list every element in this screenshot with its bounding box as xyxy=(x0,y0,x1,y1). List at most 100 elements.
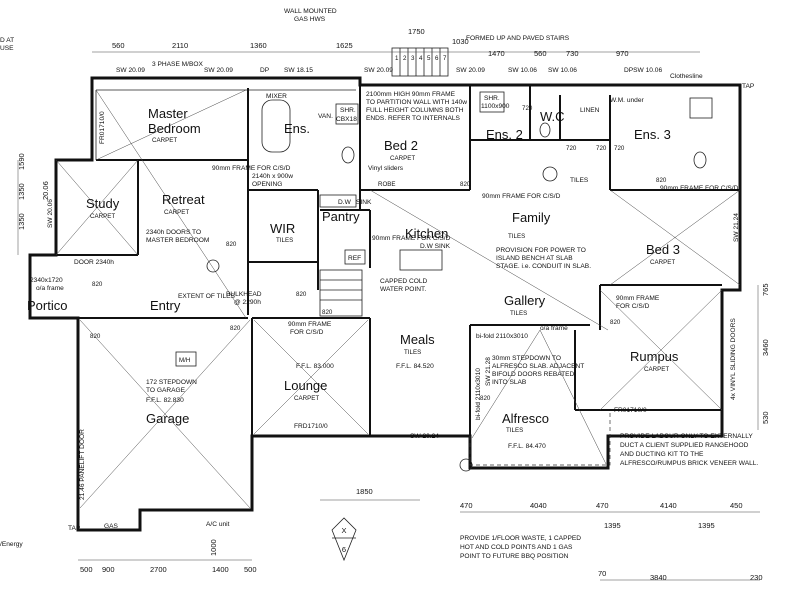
doors-retreat-2: MASTER BEDROOM xyxy=(146,237,209,244)
pantry-bench-icon xyxy=(319,194,357,208)
bulkhead-2: @ 2290h xyxy=(234,299,261,306)
door-w-11: 820 xyxy=(610,319,621,326)
dim-top-4: 1750 xyxy=(408,27,425,36)
door-w-2: 820 xyxy=(296,291,307,298)
toilet-ens3-icon xyxy=(693,151,707,169)
dim-bottom-5: 1000 xyxy=(209,539,218,556)
stair-2: 2 xyxy=(403,55,407,62)
study-label: Study xyxy=(86,196,120,211)
dimensions-right: 765 3460 530 xyxy=(761,283,770,424)
frame-cs-rumpus-2: FOR C/S/D xyxy=(616,303,650,310)
tap-2: TAP xyxy=(742,83,755,90)
stair-numbers: 1 2 3 4 5 6 7 xyxy=(395,55,447,62)
mh-label: M/H xyxy=(179,357,190,364)
stepdown-alfresco-4: INTO SLAB xyxy=(492,379,527,386)
dim-top-2: 1360 xyxy=(250,41,267,50)
dim-br-2: 470 xyxy=(596,501,609,510)
bulkhead-1: BULKHEAD xyxy=(226,291,262,298)
rangehood-4: ALFRESCO/RUMPUS BRICK VENEER WALL. xyxy=(620,460,758,467)
door-w-3: 820 xyxy=(90,333,101,340)
garage-label: Garage xyxy=(146,411,189,426)
lounge-label: Lounge xyxy=(284,378,327,393)
robe-label: ROBE xyxy=(378,181,396,188)
dimensions-left: 1590 1350 1350 20.06 xyxy=(17,153,50,230)
wir-sub: TILES xyxy=(276,237,293,244)
lounge-sub: CARPET xyxy=(294,395,319,402)
master-bedroom-sub: CARPET xyxy=(152,137,177,144)
dw-sink-label: D.W SINK xyxy=(420,243,451,250)
doors-retreat-1: 2340h DOORS TO xyxy=(146,229,201,236)
stair-7: 7 xyxy=(443,55,447,62)
sink-label: SINK xyxy=(356,199,372,206)
door-w-10: 820 xyxy=(322,309,333,316)
wc-label: W.C xyxy=(540,109,565,124)
dpsw: DPSW 10.06 xyxy=(624,67,662,74)
sw-4: SW 20.09 xyxy=(364,67,393,74)
notes: D AT USE WALL MOUNTED GAS HWS FORMED UP … xyxy=(0,8,758,560)
bed3-label: Bed 3 xyxy=(646,242,680,257)
sw-right-1: SW 21.24 xyxy=(733,213,740,242)
dim-br-8: 3840 xyxy=(650,573,667,582)
shower-icon xyxy=(335,103,359,125)
stair-3: 3 xyxy=(411,55,415,62)
fr-3: FRD1710/0 xyxy=(294,423,328,430)
dimensions-top: 560 2110 1360 1625 1750 1030 1470 560 73… xyxy=(112,27,629,58)
door-w-0: 820 xyxy=(92,281,103,288)
sw-2: SW 20.09 xyxy=(204,67,233,74)
frame-cs-master: 90mm FRAME FOR C/S/D xyxy=(212,165,291,172)
stepdown-alfresco-2: ALFRESCO SLAB. ADJACENT xyxy=(492,363,584,370)
dim-left-2: 1350 xyxy=(17,213,26,230)
dimension-lines xyxy=(17,51,760,581)
door-w-13: 820 xyxy=(480,395,491,402)
dim-br-0: 470 xyxy=(460,501,473,510)
dim-bottom-3: 1400 xyxy=(212,565,229,574)
gas-hws-1: WALL MOUNTED xyxy=(284,8,337,15)
partition-1: 2100mm HIGH 90mm FRAME xyxy=(366,91,456,98)
at-use-1: D AT xyxy=(0,37,14,44)
stair-5: 5 xyxy=(427,55,431,62)
wm-under: W.M. under xyxy=(610,97,645,104)
pantry-label: Pantry xyxy=(322,209,360,224)
tiles-label: TILES xyxy=(570,177,589,184)
dim-br-9: 230 xyxy=(750,573,763,582)
family-label: Family xyxy=(512,210,551,225)
frame-cs-lounge-1: 90mm FRAME xyxy=(288,321,332,328)
sw-8: SW 20.24 xyxy=(410,433,439,440)
dim-br-4: 450 xyxy=(730,501,743,510)
dim-br-1: 4040 xyxy=(530,501,547,510)
alfresco-outline xyxy=(469,410,611,466)
dw-label: D.W xyxy=(338,199,352,206)
dim-left-3: 20.06 xyxy=(41,181,50,200)
stairs xyxy=(319,47,449,317)
internal-walls xyxy=(55,85,740,436)
stepdown-alfresco-3: BIFOLD DOORS REBATED xyxy=(492,371,575,378)
kitchen-label: Kitchen xyxy=(405,226,448,241)
door-w-8: 820 xyxy=(460,181,471,188)
opening-1: 2140h x 900w xyxy=(252,173,293,180)
bifold-side: bi-fold 2110x3010 xyxy=(475,368,482,420)
at-use-2: USE xyxy=(0,45,14,52)
portico-label: Portico xyxy=(27,298,67,313)
gallery-sub: TILES xyxy=(510,310,527,317)
door-w-6: 720 xyxy=(596,145,607,152)
dp-1: DP xyxy=(260,67,270,74)
sw-1: SW 20.09 xyxy=(116,67,145,74)
gallery-label: Gallery xyxy=(504,293,546,308)
ffl-alfresco: F.F.L. 84.470 xyxy=(508,443,546,450)
portico-size-2: o/a frame xyxy=(36,285,64,292)
fr-1: FR01710/0 xyxy=(99,111,106,144)
dim-top-6: 1470 xyxy=(488,49,505,58)
dim-bottom-4: 500 xyxy=(244,565,257,574)
frame-cs-lounge-2: FOR C/S/D xyxy=(290,329,324,336)
bed2-label: Bed 2 xyxy=(384,138,418,153)
shower-2-icon xyxy=(479,91,505,113)
alfresco-sub: TILES xyxy=(506,427,523,434)
ens2-label: Ens. 2 xyxy=(486,127,523,142)
sw-bifold: SW 21.28 xyxy=(485,357,492,386)
dim-top-7: 560 xyxy=(534,49,547,58)
bifold-top: bi-fold 2110x3010 xyxy=(476,333,528,340)
dim-top-9: 970 xyxy=(616,49,629,58)
rangehood-1: PROVIDE LABOUR ONLY TO EXTERNALLY xyxy=(620,433,753,440)
door-2340: DOOR 2340h xyxy=(74,259,114,266)
fridge-icon xyxy=(344,249,366,265)
